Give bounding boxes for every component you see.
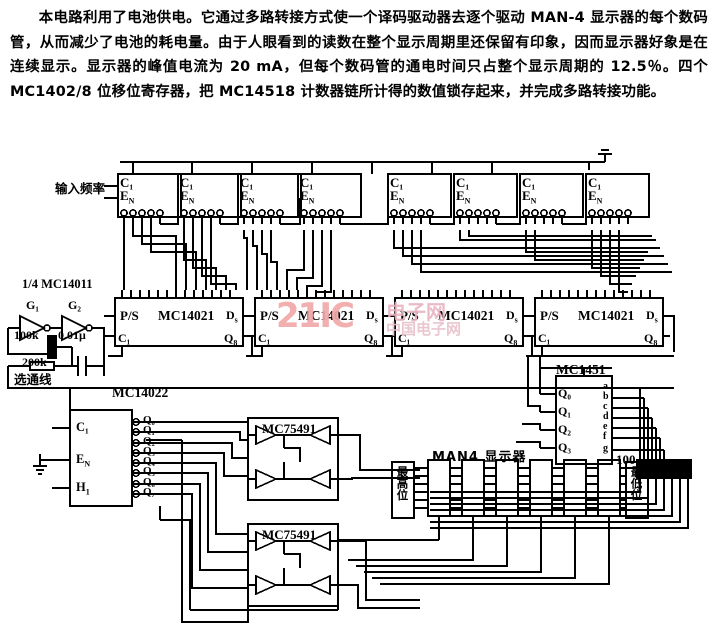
supply-symbol [598,149,612,162]
display-lsd-label: 最低位 [629,466,644,501]
sequencer-out-q0-label: Q₀ [143,414,155,426]
decoder-out-e-label: e [603,421,608,432]
sequencer-out-q6-label: Q₆ [143,476,155,488]
sr1-serial-in-label: Ds [226,308,238,325]
sr3-clock-label: C₁ [398,331,411,345]
sr3-part-label: MC14021 [438,308,495,323]
sr2-mode-label: P/S [260,308,279,323]
counter-6-enable-label: EN [456,188,471,206]
decoder-out-g-label: g [603,443,608,454]
counter-3-enable-label: EN [240,188,255,206]
sr3-mode-label: P/S [400,308,419,323]
sequencer-out-q1-label: Q₁ [143,424,155,436]
decoder-out-c-label: c [603,401,608,412]
sr1-serial-out-label: Q8 [224,331,238,348]
decoder-out-f-label: f [603,431,607,442]
strobe-line-label: 选通线 [14,372,52,387]
sr3-serial-in-label: Ds [506,308,518,325]
counter-1-enable-label: EN [120,188,135,206]
decoder-in-q3-label: Q₃ [558,440,571,454]
counter-2-enable-label: EN [180,188,195,206]
sequencer-reset-label: H1 [76,480,90,497]
counter-1-clock-label: C₁ [120,175,134,190]
resistor-100k-label: 100k [14,328,39,342]
counter-4-clock-label: C₁ [300,175,314,190]
counter-7-enable-label: EN [522,188,537,206]
resistor-200k-label: 200k [22,355,47,369]
gate-g1-label: G₁ [26,298,39,312]
decoder-in-q2-label: Q₂ [558,422,571,436]
man4-display-bank [391,459,649,540]
decoder-part-label: MC1451 [556,362,606,377]
sr4-clock-label: C₁ [538,331,551,345]
driver-2-part-label: MC75491 [262,527,317,542]
sequencer-out-q2-label: Q₂ [143,435,155,447]
counter-block-4 [297,173,362,224]
schematic-svg [7,149,692,623]
sr4-part-label: MC14021 [578,308,635,323]
driver-mc75491-1 [247,417,339,501]
sequencer-out-q7-label: Q₇ [143,486,155,498]
counter-5-clock-label: C₁ [390,175,404,190]
counter-7-clock-label: C₁ [522,175,536,190]
sequencer-part-label: MC14022 [112,385,169,400]
counter-8-clock-label: C₁ [588,175,602,190]
segment-resistor-value-label: 100 [616,452,636,467]
sequencer-out-q5-label: Q₅ [143,465,155,477]
counter-block-1 [104,173,182,224]
sr2-serial-out-label: Q8 [364,331,378,348]
counter-block-3 [237,173,302,224]
sr1-part-label: MC14021 [158,308,215,323]
counter-block-7 [519,173,584,224]
osc-part-label: 1/4 MC14011 [22,277,93,291]
decoder-in-q0-label: Q₀ [558,386,571,400]
shift-register-4 [526,290,675,352]
counter-2-clock-label: C₁ [180,175,194,190]
caption-text: 本电路利用了电池供电。它通过多路转接方式使一个译码驱动器去逐个驱动 MAN-4 … [10,10,708,100]
sequencer-clock-label: C₁ [76,420,89,434]
counter-block-8 [585,173,650,224]
counter-4-enable-label: EN [300,188,315,206]
sequencer-out-q4-label: Q₄ [143,455,155,467]
sr4-serial-in-label: Ds [646,308,658,325]
gate-g2-label: G₂ [68,298,81,312]
decoder-out-b-label: b [603,391,609,402]
sr2-part-label: MC14021 [298,308,355,323]
capacitor-001u-label: 0.01μ [58,328,86,342]
counter-8-enable-label: EN [588,188,603,206]
counter-6-clock-label: C₁ [456,175,470,190]
sequencer-enable-label: EN [76,452,91,469]
sr4-serial-out-label: Q8 [644,331,658,348]
sr2-clock-label: C₁ [258,331,271,345]
decoder-in-q1-label: Q₁ [558,404,571,418]
sr2-serial-in-label: Ds [366,308,378,325]
sequencer-out-q3-label: Q₃ [143,445,155,457]
sr3-serial-out-label: Q8 [504,331,518,348]
counter-3-clock-label: C₁ [240,175,254,190]
sequencer-mc14022 [33,409,146,507]
display-msd-label: 最高位 [395,466,410,501]
shift-register-2 [246,290,393,356]
driver-1-part-label: MC75491 [262,421,317,436]
decoder-out-d-label: d [603,411,609,422]
counter-5-enable-label: EN [390,188,405,206]
oscillator-network [7,314,108,410]
sr4-mode-label: P/S [540,308,559,323]
display-title-label: MAN4 显示器 [432,450,527,465]
sr1-clock-label: C₁ [118,331,131,345]
counter-block-6 [453,173,518,224]
decoder-out-a-label: a [603,381,608,392]
figure-caption: 本电路利用了电池供电。它通过多路转接方式使一个译码驱动器去逐个驱动 MAN-4 … [0,0,718,140]
sr1-mode-label: P/S [120,308,139,323]
counter-block-5 [387,173,452,224]
counter-block-2 [177,173,242,224]
circuit-schematic [0,140,718,632]
input-frequency-label: 输入频率 [55,181,106,196]
